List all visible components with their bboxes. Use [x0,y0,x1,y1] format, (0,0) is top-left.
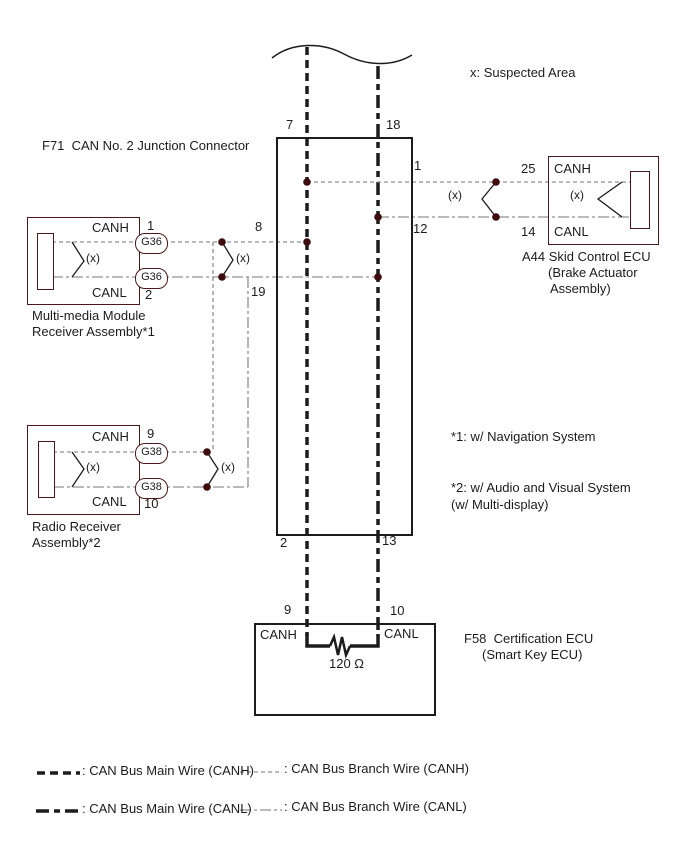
resistor-value-label: 120 Ω [329,656,365,671]
skid-pin-25: 25 [521,161,536,176]
suspect-marker-skid-internal: (x) [570,188,584,202]
radio-pin-10: 10 [144,496,159,511]
connector-g36-canl: G36 [135,268,168,289]
legend-main-canh-label: : CAN Bus Main Wire (CANH) [82,763,254,778]
multimedia-canh-label: CANH [92,220,129,235]
suspect-marker-radio-internal: (x) [86,460,100,474]
certification-pin-10: 10 [390,603,405,618]
multimedia-name-line1: Multi-media Module [32,308,146,323]
junction-pin-1: 1 [414,158,422,173]
multimedia-pin-2: 2 [145,287,153,302]
legend-main-canl-label: : CAN Bus Main Wire (CANL) [82,801,252,816]
skid-control-terminal [630,171,650,229]
suspect-marker-multimedia-internal: (x) [86,251,100,265]
certification-canh-label: CANH [260,627,297,642]
junction-pin-12: 12 [413,221,428,236]
connector-g36-canh: G36 [135,233,168,254]
skid-pin-14: 14 [521,224,536,239]
junction-pin-18: 18 [386,117,401,132]
legend-line-samples [36,771,282,813]
suspect-chevrons [71,181,623,488]
radio-canl-label: CANL [92,494,127,509]
can-main-wire-canl-line [350,66,380,648]
radio-receiver-box [27,425,140,515]
certification-name-line2: (Smart Key ECU) [482,647,583,662]
harness-break-wave [271,44,413,65]
note-audio-visual-line2: (w/ Multi-display) [451,497,549,512]
junction-pin-13: 13 [382,533,397,548]
junction-pin-19: 19 [251,284,266,299]
radio-name-line1: Radio Receiver [32,519,121,534]
junction-connector-label: F71 CAN No. 2 Junction Connector [42,138,250,153]
suspect-marker-multimedia-branch: (x) [236,251,250,265]
can-branch-wires [52,181,631,488]
connector-g38-canl: G38 [135,478,168,499]
certification-ecu-box [254,623,436,716]
skid-canh-label: CANH [554,161,591,176]
skid-control-box [548,156,659,245]
note-navigation-system: *1: w/ Navigation System [451,429,596,444]
resistor-symbol [328,633,352,659]
skid-name-line1: A44 Skid Control ECU [522,249,651,264]
suspect-marker-skid-branch: (x) [448,188,462,202]
junction-dots [203,178,500,491]
suspect-marker-radio-branch: (x) [221,460,235,474]
skid-name-line2: (Brake Actuator [548,265,638,280]
skid-canl-label: CANL [554,224,589,239]
multimedia-module-box [27,217,140,305]
can-main-wire-canh-line [305,47,330,648]
radio-pin-9: 9 [147,426,155,441]
skid-name-line3: Assembly) [550,281,611,296]
radio-name-line2: Assembly*2 [32,535,101,550]
legend-branch-canh-label: : CAN Bus Branch Wire (CANH) [284,761,469,776]
note-audio-visual-line1: *2: w/ Audio and Visual System [451,480,631,495]
suspected-area-note: x: Suspected Area [470,65,576,80]
junction-connector-box [276,137,413,536]
radio-terminal [38,441,55,498]
connector-g38-canh: G38 [135,443,168,464]
junction-pin-7: 7 [286,117,294,132]
radio-canh-label: CANH [92,429,129,444]
certification-pin-9: 9 [284,602,292,617]
certification-canl-label: CANL [384,626,419,641]
multimedia-terminal [37,233,54,290]
junction-pin-2: 2 [280,535,288,550]
legend-branch-canl-label: : CAN Bus Branch Wire (CANL) [284,799,467,814]
multimedia-pin-1: 1 [147,218,155,233]
certification-name-line1: F58 Certification ECU [464,631,594,646]
multimedia-name-line2: Receiver Assembly*1 [32,324,155,339]
multimedia-canl-label: CANL [92,285,127,300]
junction-pin-8: 8 [255,219,263,234]
